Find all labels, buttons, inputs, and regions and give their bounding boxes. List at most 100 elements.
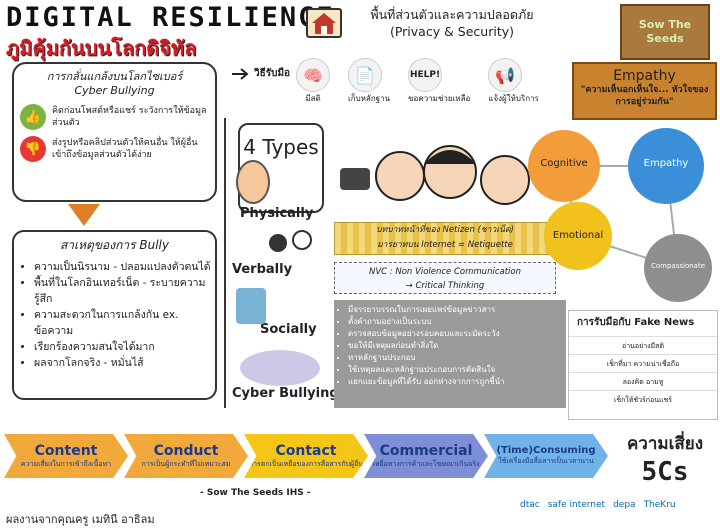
logo-text: Sow The Seeds bbox=[638, 18, 692, 45]
banner-desc: การเป็นผู้กระทำที่ไม่เหมาะสม bbox=[141, 459, 231, 468]
cyber-bullying-illustration bbox=[240, 350, 320, 386]
method-item: HELP!ขอความช่วยเหลือ bbox=[408, 58, 470, 105]
list-item: อ่านอย่างมีสติ bbox=[569, 336, 717, 354]
netizen-line2: มารยาทบน Internet = Netiquette bbox=[377, 240, 513, 250]
list-item: ผลจากโลกจริง - หมั่นไส้ bbox=[34, 355, 215, 371]
safe-internet-logo: safe internet bbox=[547, 500, 606, 510]
banner-desc: ใช้เครื่องมือสื่อสารเป็นเวลานาน bbox=[498, 457, 594, 465]
sponsor-logos: dtac safe internet depa TheKru bbox=[520, 500, 676, 510]
empathy-sign-quote: "ความเห็นอกเห็นใจ... หัวใจของการอยู่ร่วม… bbox=[580, 85, 709, 107]
banner-title: Commercial bbox=[379, 442, 473, 459]
privacy-th: พื้นที่ส่วนตัวและความปลอดภัย bbox=[370, 7, 534, 22]
page-title: DIGITAL RESILIENCE bbox=[6, 2, 335, 33]
empathy-sign-title: Empathy bbox=[613, 68, 676, 84]
brain-icon: 🧠 bbox=[296, 58, 330, 92]
list-item: ขอให้มีเหตุผลก่อนทำสิ่งใด bbox=[348, 340, 560, 352]
method-item: 📢 แจ้งผู้ให้บริการ bbox=[488, 58, 539, 105]
banner-title: Conduct bbox=[153, 442, 219, 459]
causes-heading: สาเหตุของการ Bully bbox=[59, 238, 169, 252]
thumbs-down-icon: 👎 bbox=[20, 136, 46, 162]
cognitive-label: Cognitive bbox=[540, 158, 588, 169]
privacy-heading: พื้นที่ส่วนตัวและความปลอดภัย (Privacy & … bbox=[346, 6, 558, 40]
fake-news-list: อ่านอย่างมีสติ เช็กที่มา ความน่าเชื่อถือ… bbox=[569, 336, 717, 408]
list-item: ความสะดวกในการแกล้งกัน ex. ข้อความ bbox=[34, 307, 215, 339]
page-subtitle: ภูมิคุ้มกันบนโลกดิจิทัล bbox=[6, 36, 197, 60]
method-label: แจ้งผู้ให้บริการ bbox=[488, 94, 539, 103]
list-item: มีจรรยาบรรณในการเผยแพร่ข้อมูลข่าวสาร bbox=[348, 304, 560, 316]
nvc-line1: NVC : Non Violence Communication bbox=[369, 267, 521, 277]
list-item: แยกแยะข้อมูลที่ได้รับ ออกห่างจากการถูกชี… bbox=[348, 376, 560, 388]
socially-illustration bbox=[236, 288, 266, 324]
banner-desc: เหยื่อทางการค้าและโฆษณาเกินจริง bbox=[372, 459, 480, 468]
compassionate-circle bbox=[644, 234, 712, 302]
causes-list: ความเป็นนิรนาม - ปลอมแปลงตัวตนได้ พื้นที… bbox=[34, 259, 215, 371]
megaphone-icon: 📢 bbox=[488, 58, 523, 92]
types-heading: 4 Types bbox=[243, 135, 319, 159]
privacy-en: (Privacy & Security) bbox=[389, 24, 515, 39]
list-item: ใช้เหตุผลและหลักฐานประกอบการตัดสินใจ bbox=[348, 364, 560, 376]
methods-label: วิธีรับมือ bbox=[254, 68, 291, 79]
cyberbully-heading-th: การกลั่นแกล้งบนโลกไซเบอร์ bbox=[46, 70, 183, 83]
method-item: 🧠 มีสติ bbox=[296, 58, 330, 105]
fake-news-box: การรับมือกับ Fake News อ่านอย่างมีสติ เช… bbox=[568, 310, 718, 420]
compassionate-label: Compassionate bbox=[650, 262, 706, 270]
list-item: ตรวจสอบข้อมูลอย่างรอบคอบและระมัดระวัง bbox=[348, 328, 560, 340]
method-item: 📄เก็บหลักฐาน bbox=[348, 58, 390, 105]
physically-illustration bbox=[236, 160, 270, 204]
depa-logo: depa bbox=[613, 500, 636, 510]
banner-desc: ความเสี่ยงในการเข้าถึงเนื้อหา bbox=[20, 459, 112, 468]
cyberbully-do-text: คิดก่อนโพสต์หรือแชร์ ระวังการให้ข้อมูลส่… bbox=[52, 106, 207, 128]
content-banner: Content ความเสี่ยงในการเข้าถึงเนื้อหา bbox=[4, 434, 128, 478]
type-physically: Physically bbox=[240, 206, 314, 221]
arrow-right-icon bbox=[230, 66, 252, 86]
nvc-box: NVC : Non Violence Communication → Criti… bbox=[334, 262, 556, 294]
emotional-circle bbox=[544, 202, 612, 270]
method-label: ขอความช่วยเหลือ bbox=[408, 94, 471, 103]
banner-title: Content bbox=[34, 442, 98, 459]
netizen-banner: บทบาทหน้าที่ของ Netizen (ชาวเน็ต) มารยาท… bbox=[334, 222, 556, 255]
risk-line1: ความเสี่ยง bbox=[626, 434, 704, 454]
list-item: เช็กให้ชัวร์ก่อนแชร์ bbox=[569, 390, 717, 408]
netizen-line1: บทบาทหน้าที่ของ Netizen (ชาวเน็ต) bbox=[376, 225, 514, 235]
list-item: ลองคิด อามหู bbox=[569, 372, 717, 390]
verbally-illustration bbox=[266, 228, 314, 258]
type-verbally: Verbally bbox=[232, 262, 293, 277]
type-cyber-bullying: Cyber Bullying bbox=[232, 386, 339, 401]
cyberbully-dont-row: 👎 ส่งรูปหรือคลิปส่วนตัวให้คนอื่น ให้ผู้อ… bbox=[20, 136, 209, 162]
risk-line2: 5Cs bbox=[641, 457, 689, 487]
sow-the-seeds-logo: Sow The Seeds bbox=[620, 4, 710, 60]
list-item: พื้นที่ในโลกอินเทอร์เน็ต - ระบายความรู้ส… bbox=[34, 275, 215, 307]
down-arrow-icon bbox=[68, 204, 100, 226]
causes-box: สาเหตุของการ Bully ความเป็นนิรนาม - ปลอม… bbox=[12, 230, 217, 400]
thumbs-up-icon: 👍 bbox=[20, 104, 46, 130]
banner-title: Contact bbox=[275, 442, 337, 459]
method-label: มีสติ bbox=[305, 94, 321, 103]
footer-text: - Sow The Seeds IHS - bbox=[200, 488, 311, 498]
empathy-label: Empathy bbox=[643, 158, 689, 169]
house-icon bbox=[306, 8, 342, 38]
methods-row: 🧠 มีสติ 📄เก็บหลักฐาน HELP!ขอความช่วยเหลือ… bbox=[296, 58, 539, 105]
netizen-illustration bbox=[340, 128, 555, 220]
cognitive-circle bbox=[528, 130, 600, 202]
thekru-logo: TheKru bbox=[643, 500, 676, 510]
guidelines-box: มีจรรยาบรรณในการเผยแพร่ข้อมูลข่าวสาร ตั้… bbox=[334, 300, 566, 408]
method-label: เก็บหลักฐาน bbox=[348, 94, 391, 103]
list-item: เรียกร้องความสนใจได้มาก bbox=[34, 339, 215, 355]
list-item: ความเป็นนิรนาม - ปลอมแปลงตัวตนได้ bbox=[34, 259, 215, 275]
divider bbox=[224, 118, 226, 408]
contact-banner: Contact การตกเป็นเหยื่อของการสื่อสารกับผ… bbox=[244, 434, 368, 478]
banner-desc: การตกเป็นเหยื่อของการสื่อสารกับผู้อื่น bbox=[248, 459, 364, 468]
cyberbully-box: การกลั่นแกล้งบนโลกไซเบอร์ Cyber Bullying… bbox=[12, 62, 217, 202]
banner-title: (Time)Consuming bbox=[496, 445, 596, 456]
conduct-banner: Conduct การเป็นผู้กระทำที่ไม่เหมาะสม bbox=[124, 434, 248, 478]
cyberbully-heading-en: Cyber Bullying bbox=[74, 84, 155, 97]
type-socially: Socially bbox=[260, 322, 317, 337]
nvc-line2: → Critical Thinking bbox=[405, 281, 485, 291]
fake-news-title: การรับมือกับ Fake News bbox=[577, 317, 695, 328]
emotional-label: Emotional bbox=[552, 230, 604, 241]
empathy-diagram bbox=[526, 128, 720, 306]
list-item: หาหลักฐานประกอบ bbox=[348, 352, 560, 364]
dtac-logo: dtac bbox=[520, 500, 540, 510]
commercial-banner: Commercial เหยื่อทางการค้าและโฆษณาเกินจร… bbox=[364, 434, 488, 478]
credit-text: ผลงานจากคุณครู เมทินี อาธิลม bbox=[6, 513, 155, 526]
